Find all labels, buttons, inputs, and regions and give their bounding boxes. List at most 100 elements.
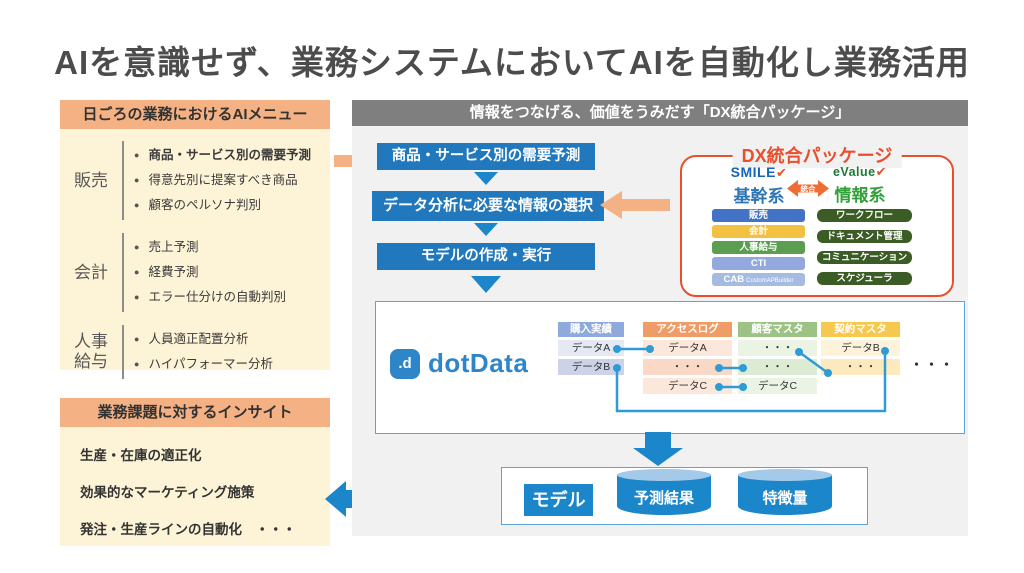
bullet-icon: ● bbox=[134, 150, 140, 160]
dotdata-logo: .d dotData bbox=[390, 348, 528, 379]
dx-panel: 情報をつなげる、価値をうみだす「DX統合パッケージ」 商品・サービス別の需要予測… bbox=[352, 100, 968, 536]
list-item: ● 経費予測 bbox=[134, 260, 286, 285]
triangle-down-icon bbox=[471, 276, 501, 293]
ai-menu-panel: 日ごろの業務におけるAIメニュー 販売 ● 商品・サービス別の需要予測 ● 得意先別… bbox=[60, 100, 330, 379]
page-title: AIを意識せず、業務システムにおいてAIを自動化し業務活用 bbox=[54, 44, 970, 81]
dotdata-logo-icon: .d bbox=[390, 348, 420, 379]
bullet-icon: ● bbox=[134, 292, 140, 302]
list-item-text: 売上予測 bbox=[148, 240, 199, 254]
bullet-icon: ● bbox=[134, 175, 140, 185]
evalue-logo-text: eValue bbox=[832, 165, 876, 179]
insight-item: 生産・在庫の適正化 bbox=[80, 448, 202, 463]
table-header: 購入実績 bbox=[558, 322, 624, 337]
section-label: 販売 bbox=[74, 170, 108, 190]
check-icon: ✔ bbox=[875, 164, 888, 179]
section-items: ● 人員適正配置分析 ● ハイパフォーマー分析 bbox=[122, 325, 273, 379]
more-tables-ellipsis: ・・・ bbox=[910, 357, 956, 372]
core-module-chip: CTI bbox=[712, 257, 805, 270]
list-item-text: エラー仕分けの自動判別 bbox=[148, 290, 286, 304]
list-item-text: 経費予測 bbox=[148, 265, 199, 279]
arrow-left-orange-icon bbox=[600, 191, 670, 219]
table-header: 顧客マスタ bbox=[738, 322, 817, 337]
table-row: データB bbox=[821, 340, 900, 356]
table-customer-master: 顧客マスタ ・・・ ・・・ データC bbox=[738, 322, 817, 394]
smile-label: 基幹系 bbox=[733, 187, 785, 206]
integration-label: 統合 bbox=[801, 184, 816, 194]
dx-package-box: DX統合パッケージ SMILE✔ 基幹系 統合 eValue✔ 情報系 販売 会… bbox=[680, 142, 954, 297]
table-purchase: 購入実績 データA データB bbox=[558, 322, 624, 375]
section-label: 会計 bbox=[74, 262, 108, 282]
cab-sublabel: CustomAPBuilder bbox=[746, 278, 794, 284]
table-row: ・・・ bbox=[738, 359, 817, 375]
bullet-icon: ● bbox=[134, 242, 140, 252]
info-module-chip: ワークフロー bbox=[817, 209, 912, 222]
section-items: ● 売上予測 ● 経費予測 ● エラー仕分けの自動判別 bbox=[122, 233, 286, 312]
bullet-icon: ● bbox=[134, 200, 140, 210]
list-item-text: 人員適正配置分析 bbox=[148, 332, 249, 346]
section-items: ● 商品・サービス別の需要予測 ● 得意先別に提案すべき商品 ● 顧客のペルソナ判別 bbox=[122, 141, 311, 220]
arrow-down-blue-icon bbox=[633, 432, 683, 466]
smile-brand-block: SMILE✔ 基幹系 bbox=[714, 164, 804, 207]
table-row: ・・・ bbox=[643, 359, 732, 375]
list-item-text: 顧客のペルソナ判別 bbox=[148, 198, 261, 212]
insight-item: 発注・生産ラインの自動化 ・・・ bbox=[80, 522, 296, 537]
flow-step-3: モデルの作成・実行 bbox=[377, 243, 595, 270]
bullet-icon: ● bbox=[134, 267, 140, 277]
list-item: ● 得意先別に提案すべき商品 bbox=[134, 168, 311, 193]
dx-package-title: DX統合パッケージ bbox=[732, 142, 902, 168]
list-item: ● 売上予測 bbox=[134, 235, 286, 260]
evalue-logo: eValue✔ bbox=[815, 164, 905, 180]
prediction-db-label: 予測結果 bbox=[633, 490, 694, 507]
core-module-chip: 会計 bbox=[712, 225, 805, 238]
evalue-label: 情報系 bbox=[834, 186, 886, 205]
section-label: 人事給与 bbox=[74, 332, 108, 371]
info-module-chip: コミュニケーション bbox=[817, 251, 912, 264]
triangle-down-icon bbox=[474, 223, 498, 236]
table-row: データA bbox=[558, 340, 624, 356]
ai-menu-section-accounting: 会計 ● 売上予測 ● 経費予測 ● エラー仕分けの自動判別 bbox=[74, 233, 330, 312]
table-row: データB bbox=[558, 359, 624, 375]
list-item: ● エラー仕分けの自動判別 bbox=[134, 285, 286, 310]
list-item-text: 商品・サービス別の需要予測 bbox=[148, 148, 311, 162]
info-module-chip: ドキュメント管理 bbox=[817, 230, 912, 243]
list-item: ● ハイパフォーマー分析 bbox=[134, 352, 273, 377]
table-row: データC bbox=[643, 378, 732, 394]
table-row: データA bbox=[643, 340, 732, 356]
table-header: 契約マスタ bbox=[821, 322, 900, 337]
insight-panel: 業務課題に対するインサイト 生産・在庫の適正化 効果的なマーケティング施策 発注… bbox=[60, 398, 330, 546]
table-row: ・・・ bbox=[821, 359, 900, 375]
cab-label: CAB bbox=[723, 274, 745, 285]
ai-menu-section-sales: 販売 ● 商品・サービス別の需要予測 ● 得意先別に提案すべき商品 ● 顧客のペルソナ… bbox=[74, 141, 330, 220]
list-item: ● 商品・サービス別の需要予測 bbox=[134, 143, 311, 168]
integration-arrow-icon: 統合 bbox=[787, 180, 829, 197]
table-header: アクセスログ bbox=[643, 322, 732, 337]
core-module-chip: 販売 bbox=[712, 209, 805, 222]
ai-menu-header: 日ごろの業務におけるAIメニュー bbox=[60, 100, 330, 129]
table-join-lines-icon bbox=[613, 345, 889, 413]
dx-panel-header: 情報をつなげる、価値をうみだす「DX統合パッケージ」 bbox=[352, 100, 968, 126]
insight-body: 生産・在庫の適正化 効果的なマーケティング施策 発注・生産ラインの自動化 ・・・ bbox=[60, 427, 330, 538]
feature-db-cylinder: 特徴量 bbox=[738, 469, 832, 515]
prediction-db-cylinder: 予測結果 bbox=[617, 469, 711, 515]
bullet-icon: ● bbox=[134, 334, 140, 344]
model-box: モデル bbox=[524, 484, 593, 516]
check-icon: ✔ bbox=[775, 165, 788, 180]
insight-item: 効果的なマーケティング施策 bbox=[80, 485, 255, 500]
evalue-brand-block: eValue✔ 情報系 bbox=[815, 164, 905, 206]
core-module-chip: 人事給与 bbox=[712, 241, 805, 254]
triangle-down-icon bbox=[474, 172, 498, 185]
insight-header: 業務課題に対するインサイト bbox=[60, 398, 330, 427]
flow-step-1: 商品・サービス別の需要予測 bbox=[377, 143, 595, 170]
ai-menu-section-hr: 人事給与 ● 人員適正配置分析 ● ハイパフォーマー分析 bbox=[74, 325, 330, 379]
bullet-icon: ● bbox=[134, 359, 140, 369]
list-item-text: ハイパフォーマー分析 bbox=[148, 357, 273, 371]
dotdata-logo-text: dotData bbox=[428, 348, 529, 378]
dotdata-box: .d dotData 購入実績 データA データB アクセスログ データA ・・… bbox=[375, 301, 965, 434]
feature-db-label: 特徴量 bbox=[762, 490, 808, 507]
ai-menu-body: 販売 ● 商品・サービス別の需要予測 ● 得意先別に提案すべき商品 ● 顧客のペルソナ… bbox=[60, 129, 330, 379]
info-module-chip: スケジューラ bbox=[817, 272, 912, 285]
list-item: ● 人員適正配置分析 bbox=[134, 327, 273, 352]
list-item-text: 得意先別に提案すべき商品 bbox=[148, 173, 298, 187]
